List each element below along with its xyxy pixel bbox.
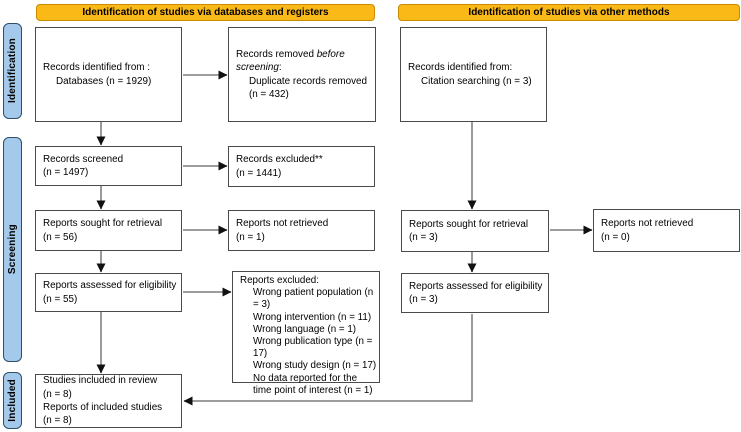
header-databases-registers: Identification of studies via databases … <box>36 4 375 21</box>
records-removed-italic: before screening <box>236 48 345 74</box>
box-text-line: Duplicate records removed (n = 432) <box>249 75 368 100</box>
sidebar-label-included: Included <box>3 372 22 429</box>
box-reports-not-retrieved-other: Reports not retrieved (n = 0) <box>593 209 740 252</box>
box-text-line: Studies included in review <box>43 375 158 387</box>
exclusion-reason: No data reported for the time point of i… <box>253 372 373 396</box>
exclusion-reason: Wrong language (n = 1) <box>253 323 357 335</box>
box-text-line: Records screened <box>43 153 124 165</box>
box-text-line: Reports not retrieved <box>236 218 329 230</box>
exclusion-reason: Wrong intervention (n = 11) <box>253 311 372 323</box>
box-reports-excluded-reasons: Reports excluded: Wrong patient populati… <box>232 271 380 396</box>
box-reports-not-retrieved-databases: Reports not retrieved (n = 1) <box>228 210 375 251</box>
box-text-line: Databases (n = 1929) <box>56 75 152 87</box>
records-removed-prefix: Records removed <box>236 48 317 60</box>
box-text-line: (n = 55) <box>43 293 78 305</box>
sidebar-label-identification: Identification <box>3 23 22 119</box>
box-text-line: Reports not retrieved <box>601 218 694 230</box>
box-text-line: (n = 56) <box>43 231 78 243</box>
box-text-line: Records identified from : <box>43 62 151 74</box>
box-text-line: Citation searching (n = 3) <box>421 75 532 87</box>
box-text-line: (n = 1) <box>236 231 265 243</box>
box-reports-sought-databases: Reports sought for retrieval (n = 56) <box>35 210 182 251</box>
box-text-line: (n = 3) <box>409 232 438 243</box>
identification-label: Identification <box>7 38 18 104</box>
box-text-line: Reports assessed for eligibility <box>409 280 543 292</box>
box-records-identified-databases: Records identified from : Databases (n =… <box>35 27 182 122</box>
box-text-line: Records removed before screening: <box>236 48 374 75</box>
box-records-identified-other: Records identified from: Citation search… <box>400 27 547 122</box>
box-text-line: Reports of included studies <box>43 402 163 413</box>
box-text-line: (n = 3) <box>409 294 438 305</box>
box-reports-assessed-databases: Reports assessed for eligibility (n = 55… <box>35 273 182 312</box>
sidebar-label-screening: Screening <box>3 137 22 362</box>
box-reports-sought-other: Reports sought for retrieval (n = 3) <box>401 210 549 252</box>
box-text-line: (n = 8) <box>43 388 72 400</box>
exclusion-reason: Wrong patient population (n = 3) <box>253 287 374 311</box>
box-text-line: (n = 1497) <box>43 167 89 178</box>
exclusion-reason: Wrong study design (n = 17) <box>253 360 377 372</box>
box-text-line: (n = 0) <box>601 231 630 243</box>
box-reports-assessed-other: Reports assessed for eligibility (n = 3) <box>401 273 549 313</box>
header-other-label: Identification of studies via other meth… <box>468 7 670 18</box>
included-label: Included <box>7 379 18 422</box>
screening-label: Screening <box>7 224 18 275</box>
box-text-line: Records identified from: <box>408 62 513 74</box>
records-removed-suffix: : <box>278 62 282 74</box>
box-text-line: Reports sought for retrieval <box>409 218 529 230</box>
exclusion-reason: Wrong publication type (n = 17) <box>253 336 373 360</box>
box-text-line: Reports excluded: <box>240 275 319 286</box>
box-records-screened: Records screened (n = 1497) <box>35 146 182 186</box>
box-text-line: (n = 1441) <box>236 167 282 179</box>
box-text-line: Reports sought for retrieval <box>43 218 163 230</box>
box-studies-included: Studies included in review (n = 8) Repor… <box>35 374 182 428</box>
box-text-line: Reports assessed for eligibility <box>43 280 177 292</box>
box-text-line: (n = 8) <box>43 415 72 427</box>
box-records-excluded: Records excluded** (n = 1441) <box>228 146 375 187</box>
box-text-line: Records excluded** <box>236 154 323 166</box>
box-records-removed: Records removed before screening: Duplic… <box>228 27 376 122</box>
header-other-methods: Identification of studies via other meth… <box>398 4 740 21</box>
header-databases-label: Identification of studies via databases … <box>82 7 329 18</box>
